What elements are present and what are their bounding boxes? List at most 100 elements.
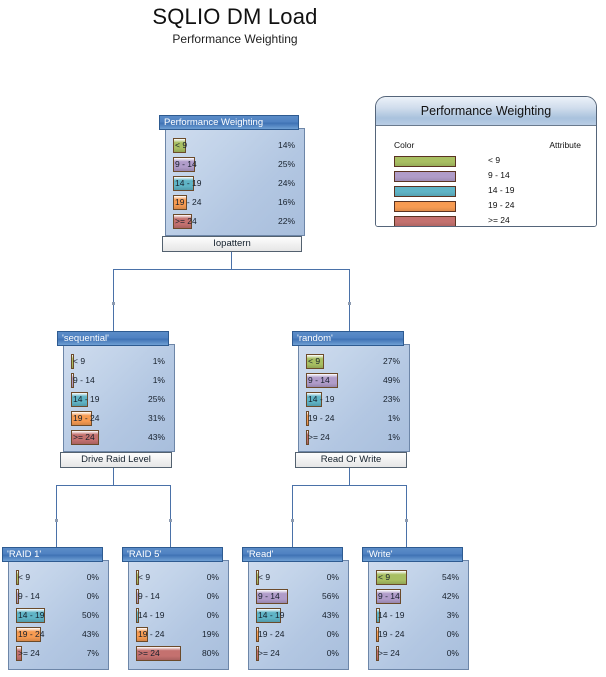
- row-label: 14 - 19: [18, 610, 45, 620]
- row-bar: [136, 589, 139, 604]
- row-label: 14 - 19: [175, 178, 202, 188]
- legend-entry-label: >= 24: [488, 215, 510, 225]
- row-label: 19 - 24: [258, 629, 285, 639]
- connector-line: [113, 269, 350, 270]
- connector-line: [113, 468, 114, 485]
- row-percent: 56%: [321, 591, 339, 601]
- row-percent: 14%: [277, 140, 295, 150]
- row-bar: [306, 430, 309, 445]
- row-percent: 50%: [81, 610, 99, 620]
- legend-color-swatch: [394, 171, 456, 182]
- split-label-sequential[interactable]: Drive Raid Level: [60, 452, 172, 468]
- legend-attribute-header: Attribute: [549, 140, 581, 150]
- connector-line: [349, 269, 350, 331]
- row-percent: 0%: [446, 648, 459, 658]
- row-bar: [71, 392, 88, 407]
- row-percent: 0%: [206, 572, 219, 582]
- legend-entry-label: 19 - 24: [488, 200, 515, 210]
- row-percent: 0%: [206, 591, 219, 601]
- connector-handle: [405, 519, 408, 522]
- row-label: 9 - 14: [175, 159, 197, 169]
- row-percent: 22%: [277, 216, 295, 226]
- row-percent: 16%: [277, 197, 295, 207]
- node-title: 'RAID 5': [122, 547, 223, 562]
- legend-row: 14 - 19: [376, 185, 596, 198]
- row-label: >= 24: [308, 432, 330, 442]
- legend-row: >= 24: [376, 215, 596, 226]
- node-title: 'Read': [242, 547, 343, 562]
- row-bar: [376, 608, 380, 623]
- row-percent: 0%: [86, 572, 99, 582]
- row-label: 9 - 14: [378, 591, 400, 601]
- legend-row: 9 - 14: [376, 170, 596, 183]
- row-label: >= 24: [378, 648, 400, 658]
- row-percent: 7%: [86, 648, 99, 658]
- connector-line: [406, 485, 407, 547]
- row-bar: [71, 373, 74, 388]
- row-percent: 1%: [152, 375, 165, 385]
- row-label: 19 - 24: [308, 413, 335, 423]
- connector-line: [113, 269, 114, 331]
- legend-color-swatch: [394, 156, 456, 167]
- connector-line: [292, 485, 406, 486]
- row-bar: [16, 646, 22, 661]
- row-percent: 25%: [147, 394, 165, 404]
- row-bar: [16, 570, 19, 585]
- legend-row: 19 - 24: [376, 200, 596, 213]
- row-bar: [136, 570, 139, 585]
- row-bar: [173, 214, 192, 229]
- row-percent: 1%: [387, 413, 400, 423]
- row-label: >= 24: [73, 432, 95, 442]
- row-percent: 43%: [147, 432, 165, 442]
- split-label-root[interactable]: Iopattern: [162, 236, 302, 252]
- node-row: >= 24 43%: [71, 430, 167, 446]
- row-bar: [376, 627, 379, 642]
- row-bar: [71, 411, 92, 426]
- row-bar: [16, 608, 45, 623]
- row-bar: [376, 646, 379, 661]
- row-label: < 9: [175, 140, 188, 150]
- row-percent: 3%: [446, 610, 459, 620]
- row-percent: 0%: [86, 591, 99, 601]
- split-label-random[interactable]: Read Or Write: [295, 452, 407, 468]
- row-label: 9 - 14: [73, 375, 95, 385]
- legend-entry-label: 14 - 19: [488, 185, 515, 195]
- row-label: 14 - 19: [258, 610, 285, 620]
- row-percent: 0%: [326, 629, 339, 639]
- row-percent: 0%: [206, 610, 219, 620]
- node-title: 'sequential': [57, 331, 169, 346]
- row-bar: [136, 646, 181, 661]
- connector-line: [170, 485, 171, 547]
- row-bar: [306, 411, 309, 426]
- row-percent: 23%: [382, 394, 400, 404]
- node-row: 9 - 14 1%: [71, 373, 167, 389]
